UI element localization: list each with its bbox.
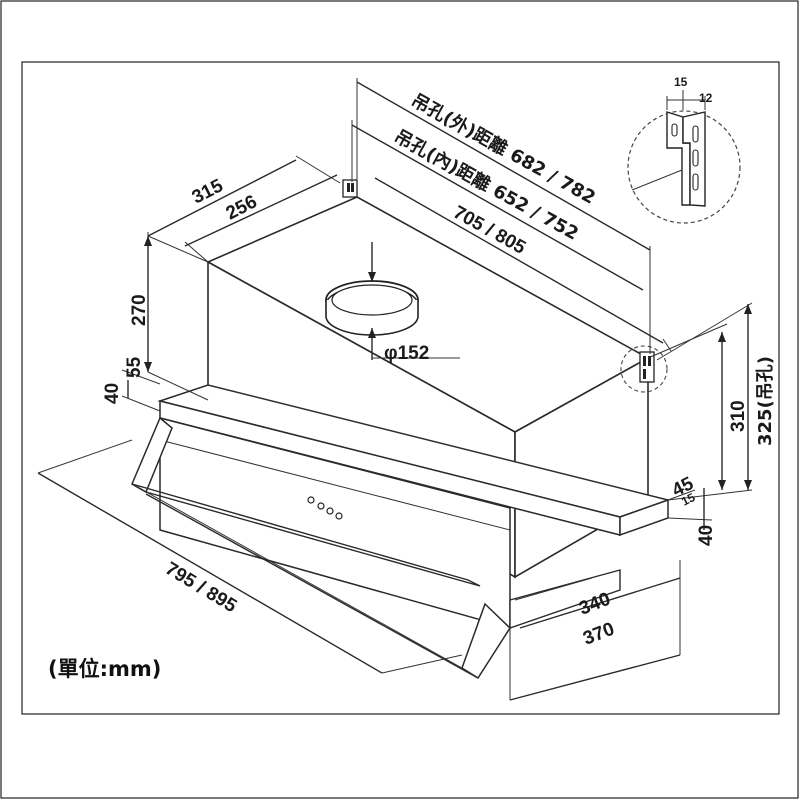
bracket-detail [627, 90, 741, 224]
front-lip-label: 40 [102, 383, 123, 404]
front-height-label: 40 [696, 525, 717, 546]
body-depth-label: 256 [223, 191, 261, 224]
front-offset-label: 55 [124, 356, 145, 378]
duct-diameter-label: φ152 [384, 343, 429, 364]
fan-low-button-icon [317, 502, 325, 510]
height-body-label: 310 [728, 400, 749, 432]
height-hanging-label: 325(吊孔) [755, 356, 776, 446]
overall-depth-label: 315 [189, 175, 227, 208]
duct-collar [325, 280, 419, 336]
hanging-bracket-right [639, 351, 655, 383]
side-step-label: 15 [679, 490, 698, 509]
bracket-left-width-label: 15 [674, 75, 688, 89]
unit-note: (單位:mm) [48, 657, 161, 681]
off-button-icon [335, 512, 343, 520]
body-height-label: 270 [129, 294, 150, 326]
hanging-bracket-left [342, 179, 358, 198]
panel-depth-outer-label: 370 [580, 619, 617, 650]
arrowheads [144, 236, 752, 490]
fan-high-button-icon [326, 507, 334, 515]
inner-frame [21, 61, 780, 715]
bracket-detail-callout [620, 345, 668, 393]
light-button-icon [307, 496, 315, 504]
dimension-lines [37, 78, 753, 701]
bracket-right-width-label: 12 [699, 91, 713, 105]
